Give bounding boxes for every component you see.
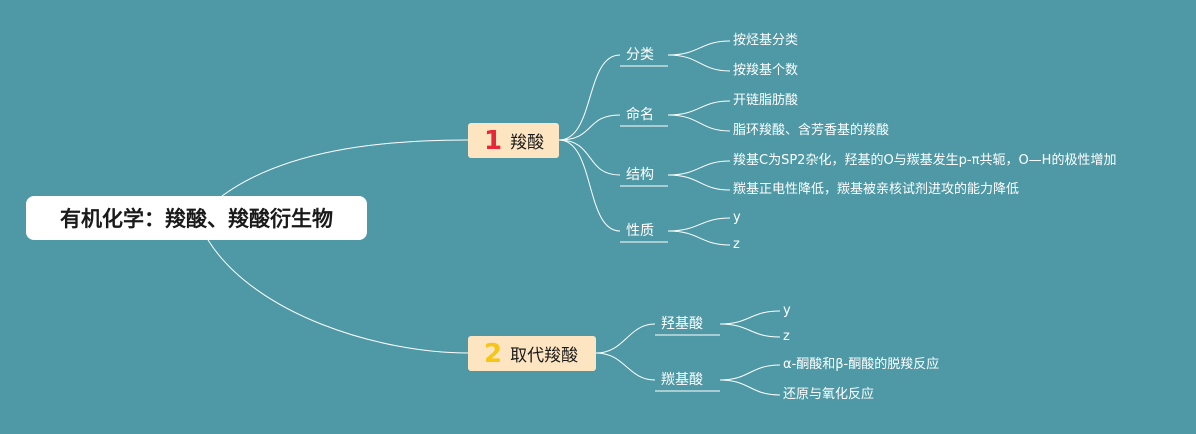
branch-2-label: 取代羧酸	[510, 346, 579, 366]
connector-leaf	[667, 217, 731, 232]
connector-leaf	[667, 114, 731, 132]
leaf-topic[interactable]: z	[733, 237, 740, 252]
subtopic[interactable]: 羟基酸	[661, 316, 703, 332]
subtopic[interactable]: 性质	[626, 223, 654, 239]
leaf-topic[interactable]: 按羧基个数	[733, 63, 799, 78]
subtopic[interactable]: 结构	[626, 167, 654, 183]
leaf-topic[interactable]: 开链脂肪酸	[733, 93, 799, 108]
root-topic-label: 有机化学：羧酸、羧酸衍生物	[60, 207, 333, 231]
leaf-topic[interactable]: z	[783, 329, 790, 344]
leaf-topic[interactable]: α-酮酸和β-酮酸的脱羧反应	[783, 357, 940, 372]
subtopic[interactable]: 分类	[626, 47, 654, 63]
root-topic[interactable]: 有机化学：羧酸、羧酸衍生物	[26, 196, 367, 240]
connector-leaf	[667, 40, 731, 56]
connector-root-branch-2	[207, 239, 469, 354]
connector-leaf	[667, 174, 731, 191]
connector-root-branch-1	[221, 139, 469, 197]
leaf-topic[interactable]: y	[733, 210, 741, 225]
connector-leaf	[667, 160, 731, 176]
connector-b2-sub-1	[595, 323, 656, 354]
leaf-topic[interactable]: 脂环羧酸、含芳香基的羧酸	[733, 123, 890, 138]
connector-b1-sub-3	[558, 139, 621, 176]
leaf-topic[interactable]: 羰基正电性降低，羰基被亲核试剂进攻的能力降低	[733, 182, 1020, 197]
branch-1-label: 羧酸	[510, 133, 545, 153]
connector-b1-sub-1	[558, 54, 621, 141]
connector-leaf	[719, 323, 781, 338]
branch-1-number: 1	[484, 125, 503, 156]
branch-2-number: 2	[484, 338, 503, 369]
leaf-topic[interactable]: 按烃基分类	[733, 33, 799, 48]
subtopic[interactable]: 羰基酸	[661, 372, 703, 388]
connector-b2-sub-2	[595, 352, 656, 381]
branch-1[interactable]: 1 羧酸	[468, 123, 559, 158]
subtopic[interactable]: 命名	[626, 107, 654, 123]
connector-leaf	[667, 54, 731, 72]
connector-leaf	[719, 379, 781, 396]
leaf-topic[interactable]: 羧基C为SP2杂化，羟基的O与羰基发生p-π共轭，O—H的极性增加	[733, 153, 1117, 168]
connector-b1-sub-4	[558, 139, 621, 232]
connector-leaf	[667, 230, 731, 246]
connector-leaf	[667, 100, 731, 116]
leaf-topic[interactable]: y	[783, 303, 791, 318]
connector-leaf	[719, 364, 781, 381]
connector-leaf	[719, 310, 781, 325]
connector-b1-sub-2	[558, 114, 621, 141]
leaf-topic[interactable]: 还原与氧化反应	[783, 387, 875, 402]
branch-2[interactable]: 2 取代羧酸	[468, 336, 596, 371]
